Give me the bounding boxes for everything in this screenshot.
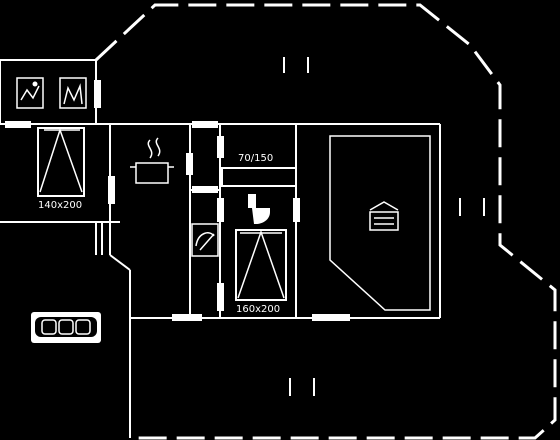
- toilet-icon: [248, 194, 270, 224]
- bed-right: [235, 229, 287, 301]
- washer-icon: [16, 77, 44, 109]
- sauna-heater-icon: [369, 201, 399, 231]
- dishwasher-icon: [59, 77, 87, 109]
- sofa-icon: [31, 312, 101, 343]
- window-marks: [283, 57, 485, 396]
- bath-counter-size-label: 70/150: [238, 153, 273, 164]
- outer-boundary: [94, 3, 557, 440]
- interior-walls: [0, 59, 441, 438]
- shower-icon: [191, 223, 219, 257]
- cooking-pot-icon: [130, 137, 174, 184]
- bed-left: [37, 127, 85, 197]
- door-openings: [5, 80, 350, 321]
- bed-left-size-label: 140x200: [38, 200, 82, 211]
- bed-right-size-label: 160x200: [236, 304, 280, 315]
